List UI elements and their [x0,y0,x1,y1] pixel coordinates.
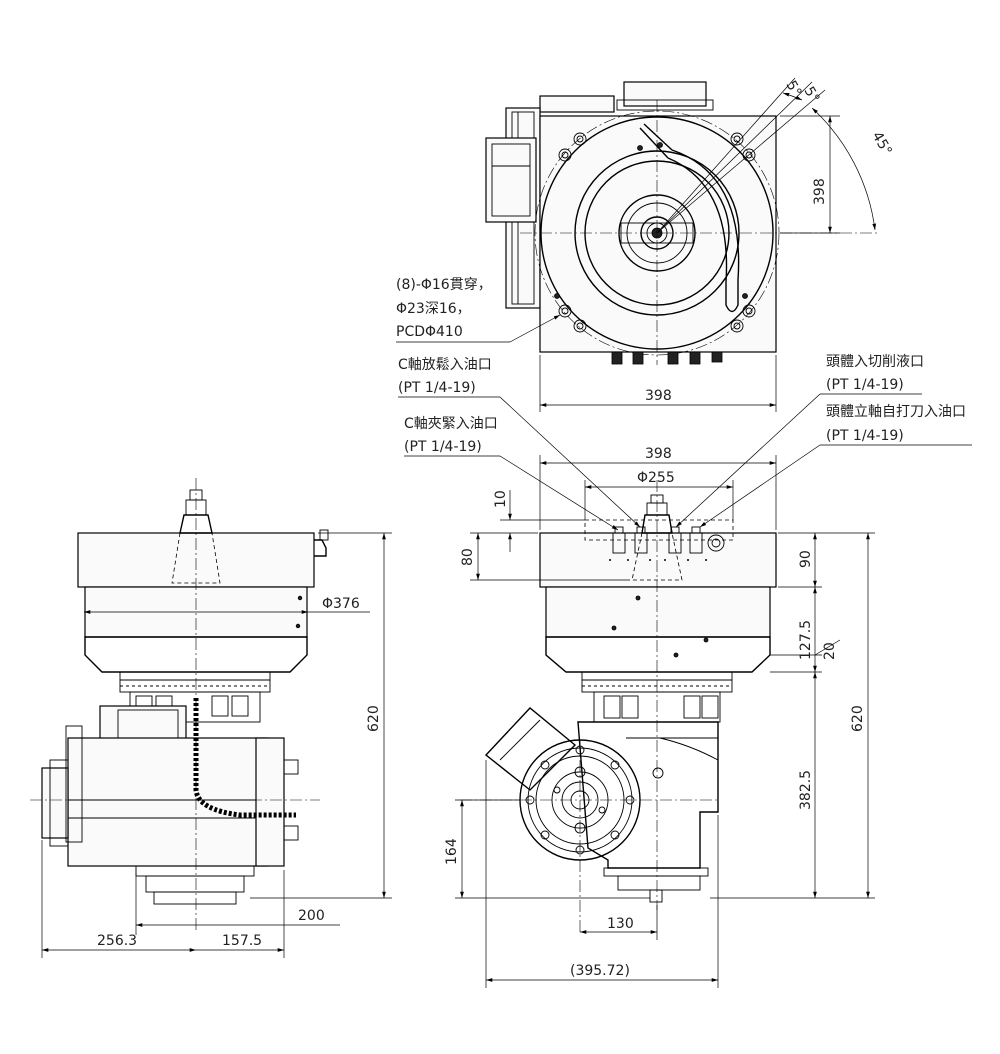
front-dim-10: 10 [493,490,509,508]
top-dim-height: 398 [812,178,828,205]
top-view: 5° 5° 45° 398 398 (8)-Φ16貫穿， Φ23深16， PCD… [396,77,895,412]
front-dim-80: 80 [460,548,476,566]
front-dim-width: 398 [645,446,672,462]
front-dim-90: 90 [798,550,814,568]
front-dim-164: 164 [444,838,460,865]
coolant-port-thread: (PT 1/4-19) [826,377,904,393]
port-labels: C軸放鬆入油口 (PT 1/4-19) C軸夾緊入油口 (PT 1/4-19) … [398,354,972,531]
port-fittings-top [611,351,723,365]
port-fittings-front [612,526,725,554]
hole-note-line2: Φ23深16， [396,301,471,317]
front-dim-395-72: (395.72) [570,963,630,979]
side-dim-200: 200 [298,908,325,924]
angle-5a: 5° [783,78,805,100]
c-clamp-port-thread: (PT 1/4-19) [404,439,482,455]
top-dim-width: 398 [645,388,672,404]
side-dim-phi376: Φ376 [322,596,360,612]
front-dim-phi255: Φ255 [637,470,675,486]
c-release-port-thread: (PT 1/4-19) [398,380,476,396]
side-view: Φ376 620 200 256.3 157.5 [30,478,392,958]
drawbar-port-thread: (PT 1/4-19) [826,428,904,444]
angle-5b: 5° [801,84,823,106]
front-dim-20: 20 [822,642,838,660]
side-dim-157-5: 157.5 [222,933,262,949]
hole-note-line3: PCDΦ410 [396,324,463,340]
front-dim-620: 620 [850,705,866,732]
side-dim-620: 620 [366,705,382,732]
front-view: 398 Φ255 10 80 164 90 127.5 20 382.5 62 [444,446,875,988]
c-clamp-port-label: C軸夾緊入油口 [404,416,498,432]
angle-45: 45° [869,129,895,159]
c-release-port-label: C軸放鬆入油口 [398,357,492,373]
front-dim-127-5: 127.5 [798,620,814,660]
bolt-holes [554,132,756,333]
front-dim-382-5: 382.5 [798,770,814,810]
front-dim-130: 130 [607,916,634,932]
hole-note-line1: (8)-Φ16貫穿， [396,277,492,293]
coolant-port-label: 頭體入切削液口 [826,354,924,370]
side-dim-256-3: 256.3 [97,933,137,949]
drawbar-port-label: 頭體立軸自打刀入油口 [826,403,966,420]
